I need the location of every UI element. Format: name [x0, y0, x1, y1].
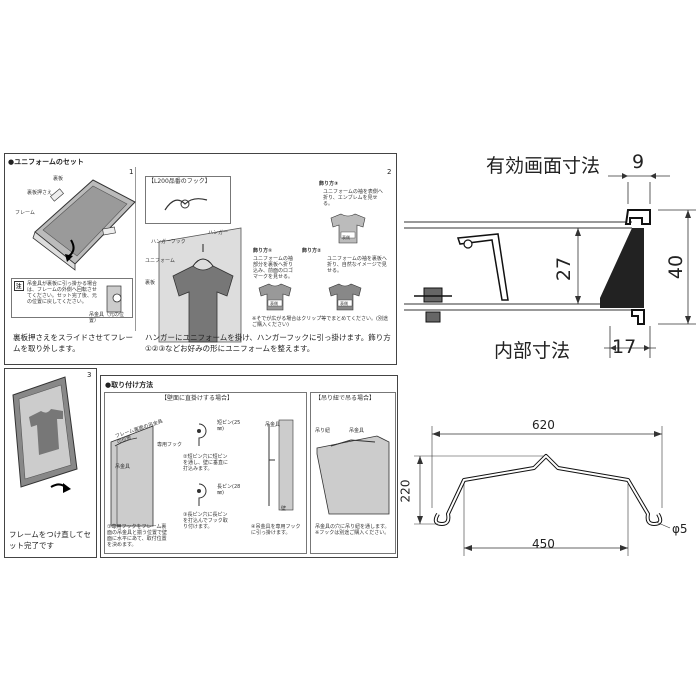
clip-note: ※そでが広がる場合はクリップ等でまとめてください。(別途ご購入ください) [252, 316, 388, 328]
label-long-pin: 長ピン(28㎜) [217, 484, 241, 496]
wire-mount-title: 【吊り紐で吊る場合】 [315, 395, 376, 402]
pin-hook-icon [197, 423, 207, 446]
mount-caption-2: ②短ピン穴に短ピンを通し、壁に垂直に打込みます。 [183, 454, 229, 472]
decor2-text: ユニフォームの袖を裏板へ折り、自然なイメージで見せる。 [327, 256, 387, 274]
decor2-shirt-icon [328, 283, 362, 311]
step1-hook-label: 吊金具（元の位置） [89, 312, 125, 324]
step1-label-frame: フレーム [15, 210, 35, 216]
inner-size-value: 17 [612, 336, 637, 358]
wall-mount-title: 【壁面に直掛けする場合】 [161, 395, 234, 402]
decor1-shirt-icon [258, 283, 292, 311]
decor2-front-label: 表側 [340, 301, 348, 306]
hanger-hook-icon [164, 198, 208, 211]
inner-size-label: 内部寸法 [494, 340, 571, 362]
decor2-title: 飾り方② [302, 248, 322, 254]
label-hook-metal-wall: 吊金具 [265, 422, 281, 428]
mount-panel-title: ●取り付け方法 [105, 381, 154, 389]
step2-label-hanger-hook: ハンガーフック [151, 239, 186, 245]
decor3-title: 飾り方③ [319, 181, 339, 187]
mount-caption-4: ④吊金具を専用フックに引っ掛けます。 [251, 524, 301, 536]
hook-dimension-drawing [414, 426, 671, 556]
label-wall: 壁 [281, 506, 287, 512]
label-hook-metal-wire: 吊金具 [349, 428, 365, 434]
step3-panel: 3 フレームをつけ直してセット完了です [4, 368, 97, 558]
hook-wire-diameter: φ5 [672, 522, 688, 536]
step1-note: 吊金具が裏板に引っ掛かる場合は、フレームの外側へ回転させてください。セット完了後… [27, 281, 98, 305]
label-dedicated-hook: 専用フック [157, 442, 183, 448]
mount-caption-5: 吊金具の穴に吊り紐を通します。※フックは別途ご購入ください。 [315, 524, 390, 536]
effective-size-label: 有効画面寸法 [486, 155, 601, 177]
long-pin-icon [197, 483, 207, 506]
frame-back-illustration [110, 425, 154, 527]
decor3-front-label: 表側 [342, 235, 350, 240]
step2-illustration [158, 227, 242, 343]
height-value: 40 [665, 254, 688, 280]
step2-label-uniform: ユニフォーム [145, 258, 175, 264]
step1-caption: 裏板押さえをスライドさせてフレームを取り外します。 [13, 333, 133, 353]
step2-caption: ハンガーにユニフォームを掛け、ハンガーフックに引っ掛けます。飾り方①②③などお好… [145, 333, 391, 353]
decor1-front-label: 表側 [270, 301, 278, 306]
step1-label-backboard: 裏板 [53, 176, 64, 182]
label-hook-metal: 吊金具 [115, 464, 131, 470]
hook-detail-title: 【L200品番のフック】 [148, 178, 211, 185]
decor1-title: 飾り方① [253, 248, 273, 254]
step3-number: 3 [87, 371, 92, 379]
effective-size-value: 9 [632, 151, 645, 173]
depth-value: 27 [553, 256, 576, 282]
caution-mark: 注 [14, 281, 24, 291]
step3-illustration [12, 376, 78, 493]
step2-number: 2 [387, 168, 392, 176]
mount-caption-3: ③長ピン穴に長ピンを打込んでフック取り付けます。 [183, 512, 228, 530]
mount-caption-1: ①専用フックをフレーム裏面の吊金具と揃う位置で壁面に水平にあて、取付位置を決めま… [107, 524, 168, 548]
decor1-text: ユニフォームの袖部分を裏板へ折り込み、前面のロゴマークを見せる。 [253, 256, 294, 280]
hook-metal-icon [106, 285, 122, 313]
wall-hook-illustration [268, 419, 294, 511]
mounting-panel: ●取り付け方法 【壁面に直掛けする場合】 【吊り紐で吊る場合】 フレーム裏面の吊… [100, 375, 398, 558]
hook-top-width: 620 [532, 418, 555, 432]
set-panel-title: ●ユニフォームのセット [8, 158, 84, 166]
wire-hang-illustration [316, 435, 390, 515]
hook-detail-box [145, 176, 231, 224]
step3-caption: フレームをつけ直してセット完了です [9, 530, 92, 550]
decor3-text: ユニフォームの袖を表側へ折り、エンブレムを見せる。 [323, 189, 383, 207]
step1-number: 1 [129, 168, 134, 176]
step1-label-board-holder: 裏板押さえ [27, 190, 53, 196]
step2-label-hanger: ハンガー [208, 230, 229, 236]
hook-height: 220 [398, 479, 413, 503]
label-hang-string: 吊り紐 [315, 428, 331, 434]
step1-illustration [32, 179, 136, 271]
step2-label-backboard: 裏板 [145, 280, 156, 286]
frame-section-drawing [404, 173, 696, 358]
hook-bottom-width: 450 [532, 537, 555, 551]
decor3-shirt-icon [330, 213, 366, 244]
label-short-pin: 短ピン(25㎜) [217, 420, 241, 432]
uniform-set-panel: ●ユニフォームのセット 1 裏板 裏板押さえ フレーム 注 吊金具が裏板に引っ掛… [4, 153, 397, 365]
